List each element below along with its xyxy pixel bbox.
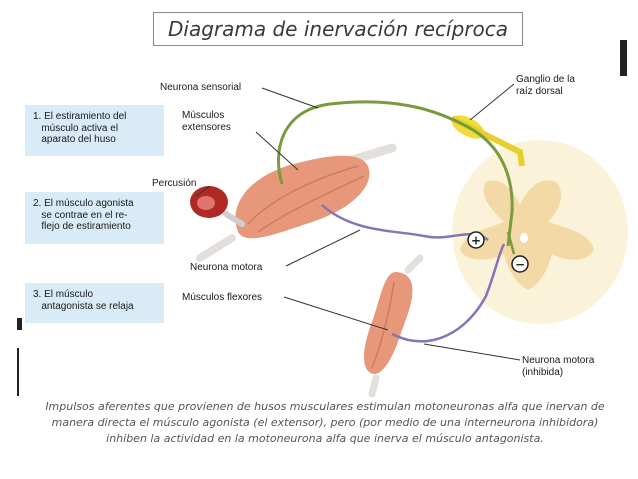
decorative-bar xyxy=(620,40,627,76)
step-2-box: 2. El músculo agonista se contrae en el … xyxy=(25,192,164,244)
sensory-neuron-fiber xyxy=(277,100,514,247)
label-motor-neuron-inhibited: Neurona motora (inhibida) xyxy=(522,355,595,378)
step-1-box: 1. El estiramiento del músculo activa el… xyxy=(25,105,164,156)
label-motor-neuron: Neurona motora xyxy=(190,262,263,273)
flexor-muscle xyxy=(364,254,424,398)
label-dorsal-root-ganglion: Ganglio de la raíz dorsal xyxy=(516,74,575,97)
excitatory-sign: + xyxy=(471,234,481,248)
decorative-bar xyxy=(17,348,19,396)
reflex-hammer-icon xyxy=(190,186,245,227)
label-percussion: Percusión xyxy=(152,178,197,189)
interneuron-fiber xyxy=(506,231,516,255)
extensor-muscle xyxy=(196,143,397,262)
label-sensory-neuron: Neurona sensorial xyxy=(160,82,242,93)
leader-lines xyxy=(195,83,521,361)
label-extensor-muscles: Músculos extensores xyxy=(182,110,231,133)
spinal-cord xyxy=(452,140,628,324)
diagram-title: Diagrama de inervación recíproca xyxy=(153,12,523,46)
decorative-bar xyxy=(17,318,22,330)
inhibitory-sign: − xyxy=(515,258,525,272)
inhibited-motor-neuron-fiber xyxy=(391,243,506,343)
step-3-box: 3. El músculo antagonista se relaja xyxy=(25,283,164,323)
excitatory-sign-icon xyxy=(467,231,485,249)
label-flexor-muscles: Músculos flexores xyxy=(182,292,263,303)
figure-caption: Impulsos aferentes que provienen de huso… xyxy=(45,400,605,445)
inhibitory-sign-icon xyxy=(511,255,529,273)
